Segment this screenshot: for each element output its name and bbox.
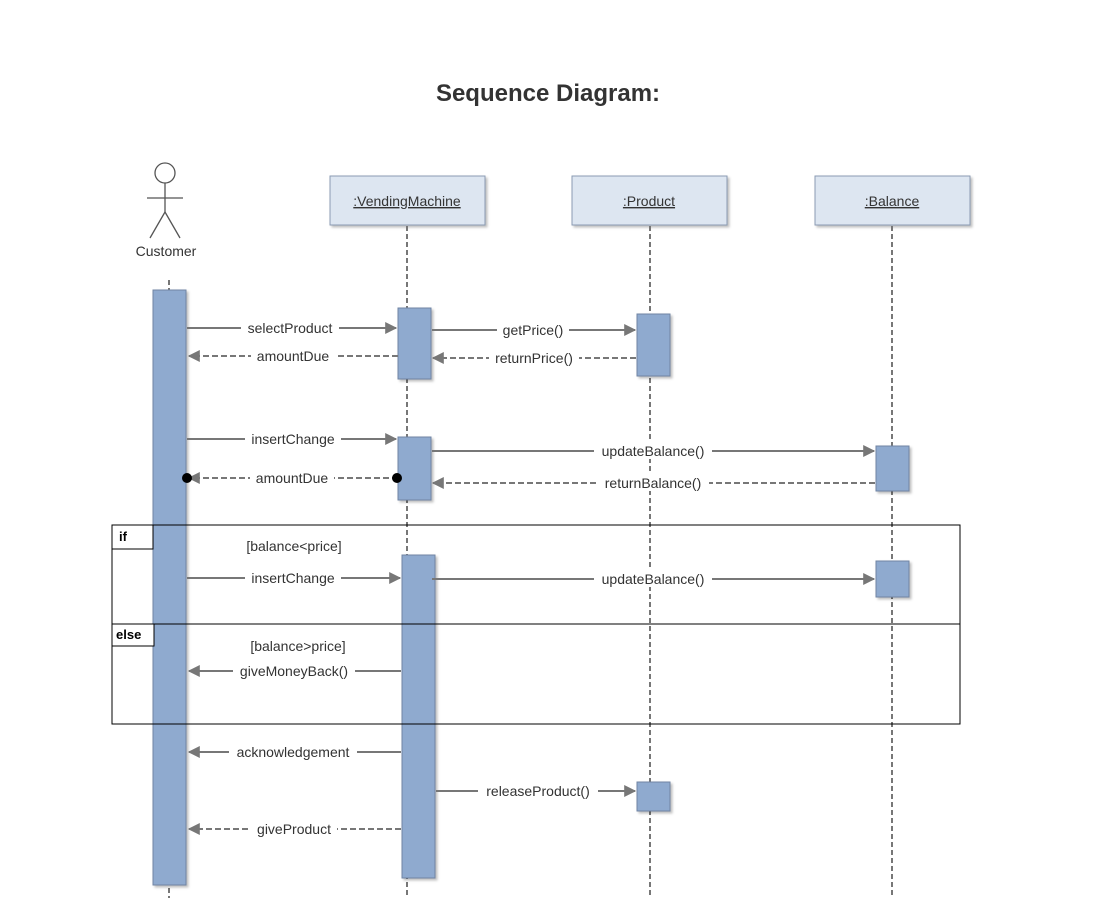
msg-update-balance-1-label: updateBalance() bbox=[602, 443, 705, 459]
vm-activation-1 bbox=[397, 307, 432, 380]
vending-machine-object bbox=[329, 175, 486, 226]
msg-insert-change-1-label: insertChange bbox=[251, 431, 334, 447]
vm-activation-3 bbox=[401, 554, 436, 879]
else-label-box bbox=[111, 623, 155, 647]
balance-object bbox=[814, 175, 971, 226]
msg-give-product-label: giveProduct bbox=[257, 821, 331, 837]
balance-activation-2 bbox=[875, 560, 910, 598]
balance-activation-1 bbox=[875, 445, 910, 492]
actor-left-leg bbox=[149, 211, 166, 239]
product-activation-1 bbox=[636, 313, 671, 377]
customer-actor bbox=[147, 162, 183, 239]
msg-insert-change-2-label: insertChange bbox=[251, 570, 334, 586]
vm-activation-2 bbox=[397, 436, 432, 501]
msg-acknowledgement-label: acknowledgement bbox=[237, 744, 350, 760]
vm-message-dot bbox=[392, 473, 402, 483]
if-label: if bbox=[119, 529, 128, 544]
balance-label: :Balance bbox=[865, 193, 920, 209]
msg-give-money-back-label: giveMoneyBack() bbox=[240, 663, 348, 679]
if-label-box bbox=[111, 524, 154, 550]
product-object bbox=[571, 175, 728, 226]
msg-amount-due-2-label: amountDue bbox=[256, 470, 329, 486]
msg-release-product-label: releaseProduct() bbox=[486, 783, 590, 799]
actor-right-leg bbox=[164, 211, 181, 239]
msg-return-price-label: returnPrice() bbox=[495, 350, 573, 366]
product-label: :Product bbox=[623, 193, 675, 209]
diagram-title: Sequence Diagram: bbox=[435, 80, 661, 107]
msg-amount-due-1-label: amountDue bbox=[257, 348, 330, 364]
else-label: else bbox=[116, 627, 141, 642]
customer-activation bbox=[152, 289, 187, 886]
product-activation-2 bbox=[636, 781, 671, 812]
else-guard: [balance>price] bbox=[250, 638, 345, 654]
vending-machine-label: :VendingMachine bbox=[353, 193, 461, 209]
actor-label: Customer bbox=[136, 243, 197, 259]
msg-return-balance-label: returnBalance() bbox=[605, 475, 702, 491]
if-guard: [balance<price] bbox=[246, 538, 341, 554]
actor-head bbox=[154, 162, 176, 184]
msg-get-price-label: getPrice() bbox=[503, 322, 564, 338]
msg-update-balance-2-label: updateBalance() bbox=[602, 571, 705, 587]
customer-message-dot bbox=[182, 473, 192, 483]
msg-select-product-label: selectProduct bbox=[248, 320, 333, 336]
